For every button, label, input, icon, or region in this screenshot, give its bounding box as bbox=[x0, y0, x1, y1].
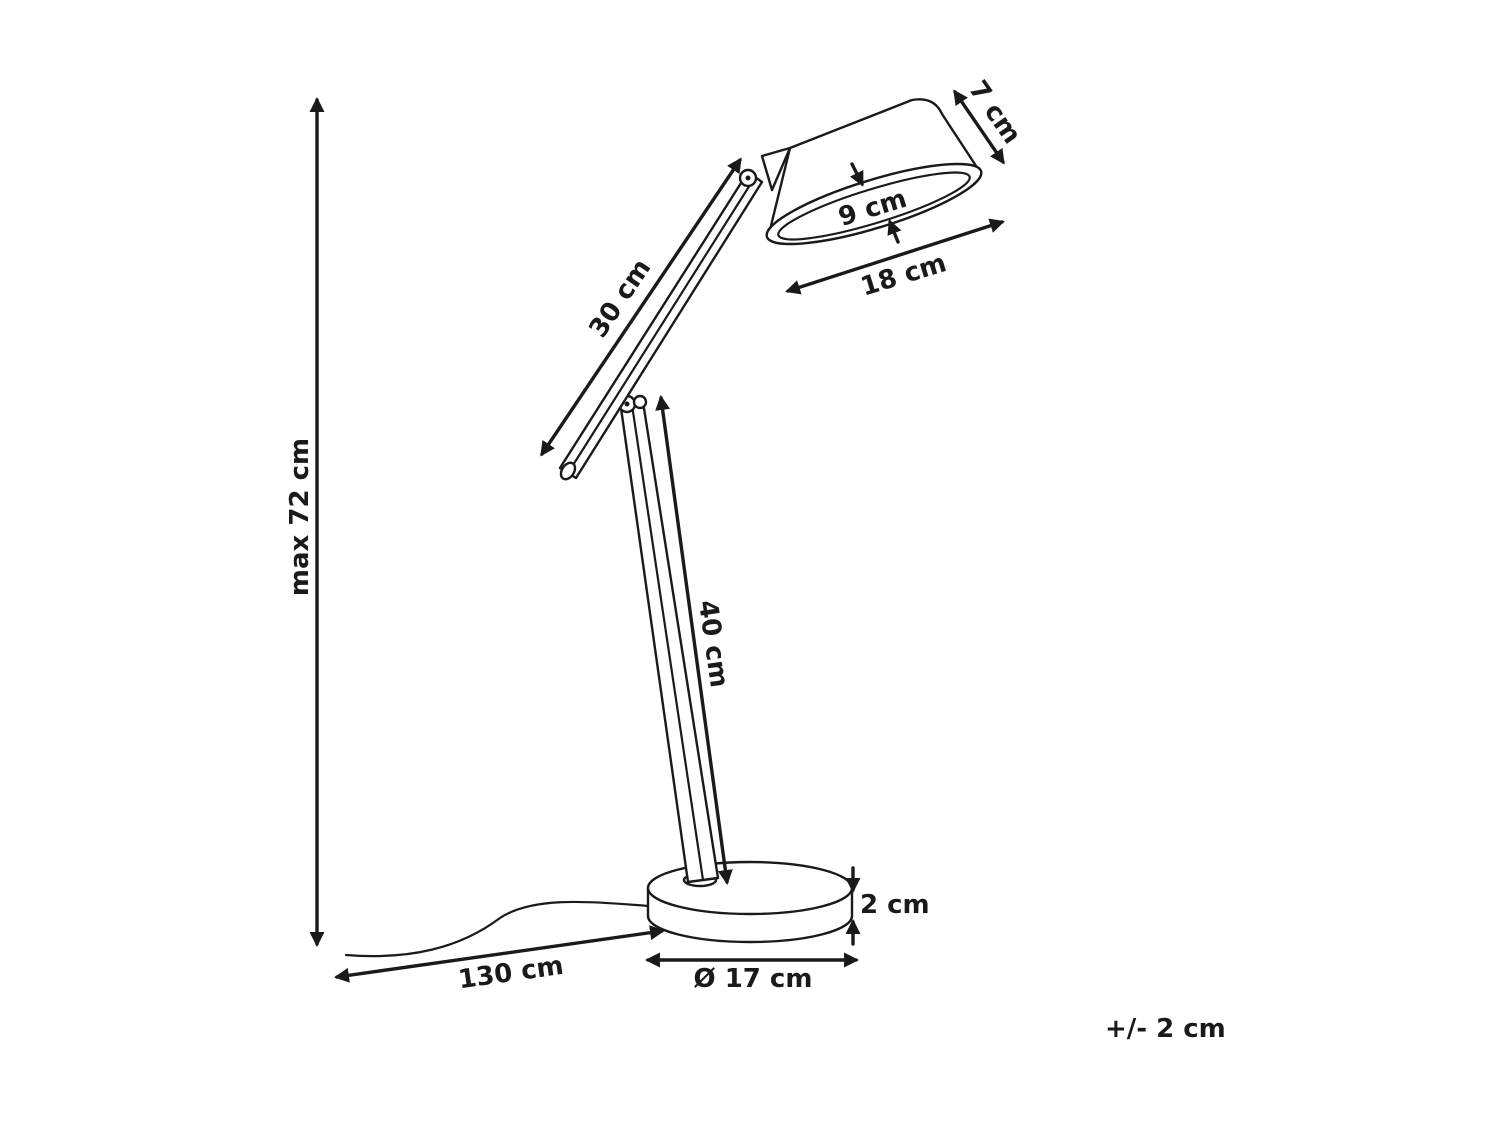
shade-height-dimension-line bbox=[953, 89, 1005, 165]
shade-height-label: 7 cm bbox=[962, 75, 1027, 149]
base-height-label: 2 cm bbox=[860, 890, 930, 920]
power-cable bbox=[344, 900, 650, 958]
cable-length-dimension-line bbox=[334, 925, 665, 983]
dimension-lines bbox=[309, 89, 1005, 983]
lower-arm-dimension-line bbox=[655, 395, 733, 885]
upper-arm-dimension-line bbox=[540, 157, 742, 457]
lamp-base bbox=[646, 860, 854, 944]
shade-length-dimension-line bbox=[785, 218, 1005, 295]
shade-inner-arrow-bottom bbox=[887, 219, 902, 244]
max-height-label: max 72 cm bbox=[285, 438, 315, 596]
shade-length-label: 18 cm bbox=[857, 248, 950, 302]
tolerance-note: +/- 2 cm bbox=[1105, 1014, 1226, 1044]
shade-inner-arrow-top bbox=[849, 162, 864, 187]
lamp-shade bbox=[760, 98, 983, 246]
base-diameter-label: Ø 17 cm bbox=[694, 964, 813, 994]
